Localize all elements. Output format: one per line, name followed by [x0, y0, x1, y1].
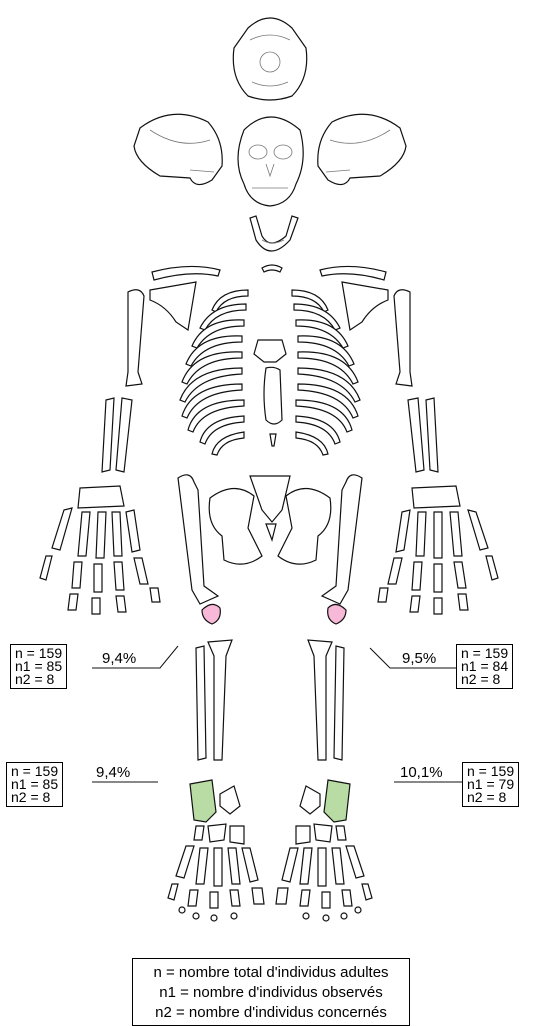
legend-line-n1: n1 = nombre d'individus observés	[133, 983, 409, 1003]
clavicle-left	[152, 266, 220, 280]
ulna-left	[116, 398, 132, 472]
fibula-right	[334, 646, 344, 760]
stat-n2: n2 = 8	[461, 673, 508, 686]
tarsal-bone-right-highlighted	[324, 780, 350, 822]
skull-right-lateral-view	[318, 114, 406, 184]
coccyx	[266, 524, 276, 540]
hip-bone-left	[209, 488, 262, 564]
patella-right-highlighted	[328, 604, 346, 624]
tarsal-bone-left-highlighted	[190, 780, 216, 822]
percent-knee-right: 9,5%	[402, 650, 436, 667]
scapula-left	[150, 282, 196, 330]
skull-left-lateral-view	[134, 114, 222, 184]
stat-box-knee-left: n = 159 n1 = 85 n2 = 8	[10, 644, 67, 689]
legend-line-n: n = nombre total d'individus adultes	[133, 963, 409, 983]
legend-box: n = nombre total d'individus adultes n1 …	[132, 958, 410, 1026]
stat-box-foot-left: n = 159 n1 = 85 n2 = 8	[6, 762, 63, 807]
stat-box-foot-right: n = 159 n1 = 79 n2 = 8	[462, 762, 519, 807]
percent-foot-right: 10,1%	[400, 764, 443, 781]
patella-left-highlighted	[202, 604, 220, 624]
radius-right	[426, 398, 438, 472]
hand-right	[378, 486, 498, 614]
femur-left	[178, 475, 218, 604]
radius-left	[102, 398, 114, 472]
stat-n2: n2 = 8	[11, 791, 58, 804]
clavicle-right	[320, 266, 386, 280]
scapula-right	[342, 282, 388, 330]
hyoid	[262, 265, 282, 272]
fibula-left	[196, 646, 206, 760]
sacrum	[250, 476, 290, 522]
stat-n2: n2 = 8	[15, 673, 62, 686]
humerus-left	[126, 290, 144, 386]
percent-knee-left: 9,4%	[102, 650, 136, 667]
foot-right	[276, 780, 372, 921]
humerus-right	[394, 290, 412, 386]
skull-inferior-view	[233, 18, 306, 100]
ulna-right	[408, 398, 424, 472]
sternum	[254, 340, 286, 446]
skull-anterior-view	[238, 117, 303, 206]
stat-box-knee-right: n = 159 n1 = 84 n2 = 8	[456, 644, 513, 689]
mandible	[250, 216, 298, 251]
hand-left	[40, 486, 160, 614]
percent-foot-left: 9,4%	[96, 764, 130, 781]
legend-line-n2: n2 = nombre d'individus concernés	[133, 1003, 409, 1023]
tibia-right	[308, 640, 332, 760]
tibia-left	[208, 640, 232, 760]
foot-left	[168, 780, 264, 921]
hip-bone-right	[278, 488, 331, 564]
femur-right	[322, 475, 362, 604]
stat-n2: n2 = 8	[467, 791, 514, 804]
